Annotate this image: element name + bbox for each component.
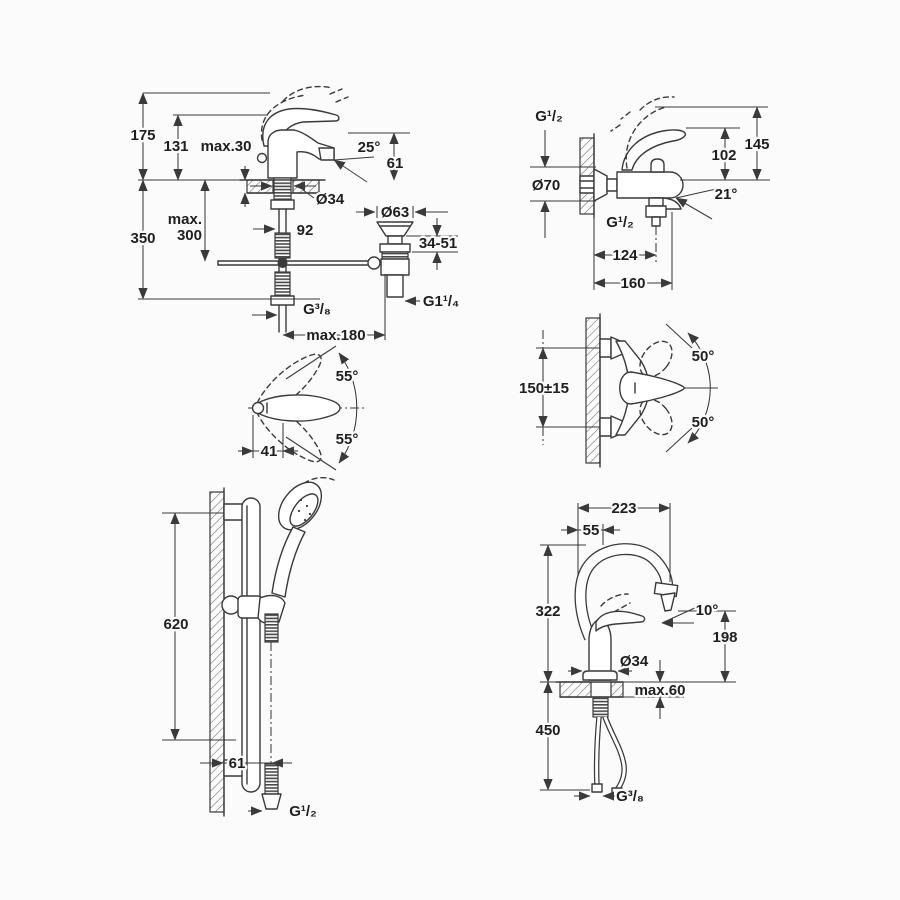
dim-lever-length: 41 [261,443,278,460]
dim-swing-up: 50° [692,348,715,365]
dim-waste-thread: G1¹/₄ [423,293,459,310]
dim-spout-height: 322 [535,603,560,620]
dim-reach: 223 [611,500,636,517]
dim-wall-distance: 61 [229,755,246,772]
handle-dimensions: 55° 55° 41 [238,345,361,471]
dim-total-height: 145 [744,136,769,153]
dim-connection-centers: 150±15 [519,380,569,397]
panel-shower-mixer: 50° 50° 150±15 [517,313,718,468]
dim-swing-down: 50° [692,414,715,431]
shower-mixer-figure [585,313,718,468]
dim-base-diameter: Ø34 [620,653,649,670]
shower-rail-dimensions: 620 61 G¹/₂ [161,512,319,822]
panel-bath-mixer: G¹/₂ Ø70 102 145 21° G¹/₂ 124 160 [530,96,772,295]
dim-supply-thread: G³/₈ [303,301,331,318]
dim-hose-length: 450 [535,722,560,739]
dim-rod-length-max: max.180 [306,327,365,344]
dim-hose-max-value: 300 [177,227,202,244]
dim-lever-height: 131 [163,138,188,155]
dim-swing-up: 55° [336,368,359,385]
dim-hole-diameter: Ø34 [316,191,345,208]
dim-outlet-distance: 124 [612,247,638,264]
dim-outlet-thread: G¹/₂ [606,214,634,231]
dim-lever-height: 102 [711,147,736,164]
dim-supply-thread: G³/₈ [616,788,644,805]
basin-waste-figure [376,221,414,298]
dim-deck-thickness-max: max.60 [635,682,686,699]
panel-shower-rail: 620 61 G¹/₂ [161,477,335,822]
dim-height-above-deck: 175 [130,127,155,144]
dim-total-depth: 350 [130,230,155,247]
panel-handle-swing: 55° 55° 41 [238,345,366,471]
dim-spout-angle: 21° [715,186,738,203]
panel-kitchen-mixer: 223 55 322 10° 198 Ø34 max.60 450 G³/₈ [533,498,740,808]
dim-total-projection: 160 [620,275,645,292]
dim-outlet-height: 61 [387,155,404,172]
dim-spout-offset: 55 [583,522,600,539]
dim-connection-thread: G¹/₂ [535,108,563,125]
shower-rail-figure [209,477,335,817]
basin-dimensions: 175 131 max.30 350 max. 300 25° 61 Ø34 9… [128,92,461,346]
dim-hose-max-word: max. [168,211,202,228]
basin-faucet-figure [217,85,381,333]
dim-reach: 92 [297,222,314,239]
dim-deck-thickness-max: max.30 [201,138,252,155]
shower-mixer-dimensions: 50° 50° 150±15 [517,323,717,453]
kitchen-faucet-figure [555,543,679,797]
dim-swing-down: 55° [336,431,359,448]
dim-outlet-angle: 10° [696,602,719,619]
kitchen-dimensions: 223 55 322 10° 198 Ø34 max.60 450 G³/₈ [533,498,740,808]
dim-escutcheon-diameter: Ø70 [532,177,560,194]
dim-clamping-range: 34-51 [419,235,457,252]
dim-rail-length: 620 [163,616,188,633]
bath-faucet-figure [579,96,687,227]
panel-basin-mixer: 175 131 max.30 350 max. 300 25° 61 Ø34 9… [128,85,461,346]
dim-lever-angle: 25° [358,139,381,156]
dim-hose-thread: G¹/₂ [289,803,317,820]
bath-dimensions: G¹/₂ Ø70 102 145 21° G¹/₂ 124 160 [530,106,772,295]
dim-waste-top-diameter: Ø63 [381,204,409,221]
dim-outlet-height: 198 [712,629,737,646]
handle-figure [248,353,366,463]
